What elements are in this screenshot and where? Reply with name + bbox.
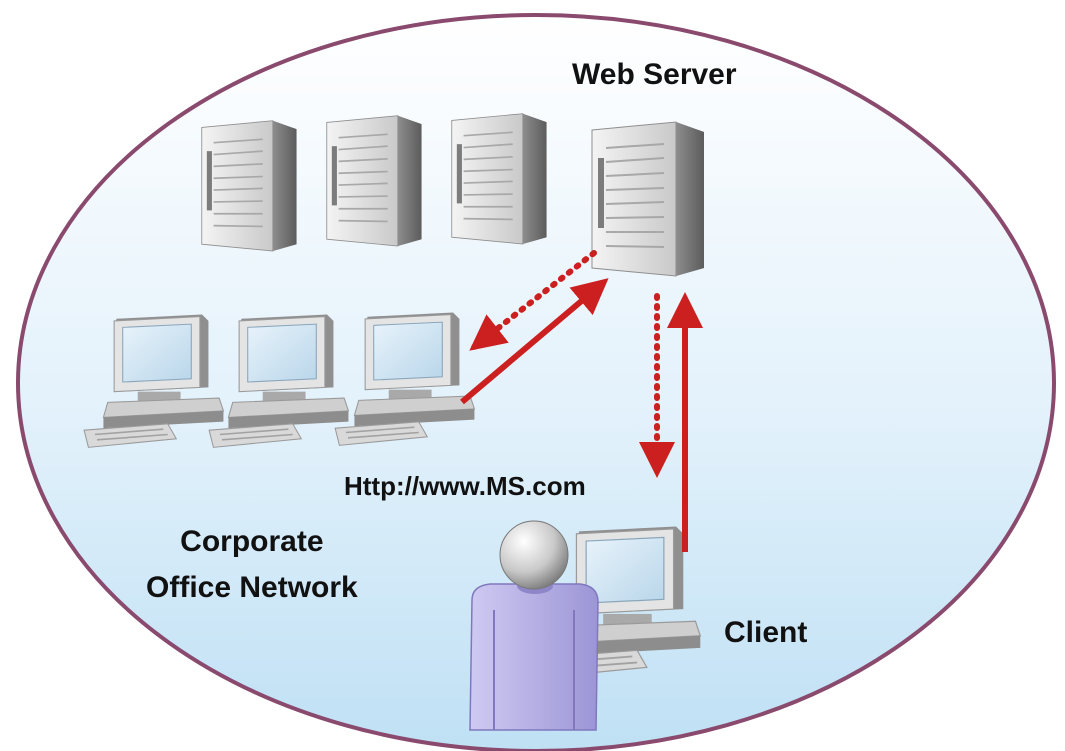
web-server-icon — [590, 120, 706, 278]
corporate-label-line2: Office Network — [146, 571, 358, 604]
corporate-label-line1: Corporate — [180, 525, 324, 558]
office-workstations — [83, 311, 476, 449]
corporate-network-label: Corporate Office Network — [146, 519, 358, 611]
url-label: Http://www.MS.com — [344, 471, 586, 501]
request-arrow-office-dotted — [469, 250, 597, 351]
web-server-label: Web Server — [572, 58, 737, 91]
response-arrow-office-solid — [460, 278, 609, 405]
server-icon — [325, 114, 423, 247]
server-icon — [200, 119, 298, 252]
server-icon — [450, 112, 548, 245]
connection-arrows — [460, 250, 703, 552]
user-icon — [469, 520, 599, 731]
client-label: Client — [724, 616, 808, 649]
server-farm — [200, 112, 548, 252]
